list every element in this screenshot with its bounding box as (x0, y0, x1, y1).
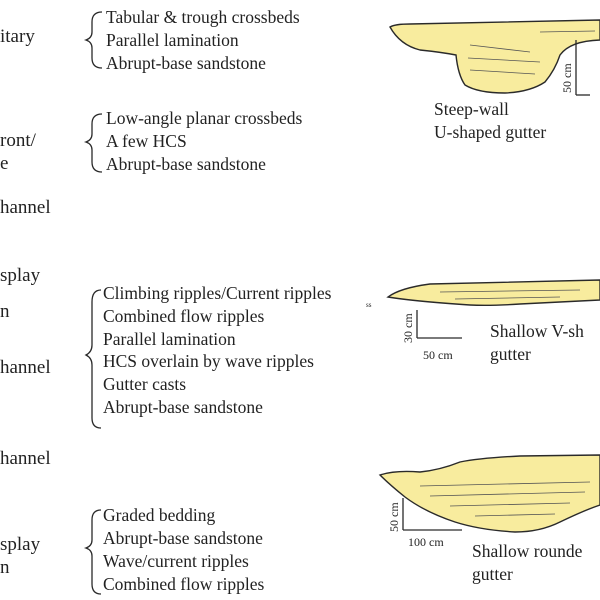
gutter-1-scale-bar: 50 cm (560, 40, 590, 96)
env-label-channel-3: hannel (0, 448, 51, 469)
brace-group-2 (83, 113, 103, 173)
env-label-channel-1: hannel (0, 197, 51, 218)
gutter-2-scale-bar: 30 cm (401, 310, 462, 343)
feature-g2-2: A few HCS (106, 131, 187, 151)
feature-g2-3: Abrupt-base sandstone (106, 154, 266, 174)
brace-group-4 (83, 509, 102, 595)
env-label-tributary: itary (0, 26, 35, 47)
env-label-channel-2: hannel (0, 357, 51, 378)
gutter-3-caption-line2: gutter (472, 564, 513, 584)
env-label-front: ront/ (0, 130, 36, 151)
gutter-1-caption-line2: U-shaped gutter (434, 122, 547, 142)
feature-g2-1: Low-angle planar crossbeds (106, 108, 303, 128)
gutter-2-cross-section (386, 279, 600, 307)
brace-group-1 (83, 11, 103, 69)
feature-g3-marker: ss (366, 301, 372, 309)
feature-g3-3: Parallel lamination (103, 329, 236, 349)
gutter-2-caption-line1: Shallow V-sh (490, 321, 584, 341)
gutter-3-caption-line1: Shallow rounde (472, 541, 583, 561)
gutter-3-cross-section (378, 454, 600, 533)
gutter-3-scale-vertical: 50 cm (387, 502, 401, 532)
gutter-2-caption-line2: gutter (490, 344, 531, 364)
feature-g1-3: Abrupt-base sandstone (106, 53, 266, 73)
env-label-splay-1: splay (0, 265, 41, 286)
feature-g3-5: Gutter casts (103, 374, 187, 394)
gutter-2-scale-horizontal: 50 cm (423, 348, 453, 362)
feature-g4-2: Abrupt-base sandstone (103, 528, 263, 548)
env-label-splay-2b: n (0, 557, 10, 578)
gutter-3-scale-bar: 50 cm (387, 498, 462, 532)
gutter-2-scale-vertical: 30 cm (401, 313, 415, 343)
feature-g1-2: Parallel lamination (106, 30, 239, 50)
env-label-front-2: e (0, 153, 9, 174)
gutter-1-cross-section (389, 19, 600, 94)
feature-g4-4: Combined flow ripples (103, 574, 265, 594)
gutter-1-scale-vertical: 50 cm (560, 63, 574, 93)
env-label-splay-2: splay (0, 534, 41, 555)
env-label-splay-1b: n (0, 301, 10, 322)
feature-g4-1: Graded bedding (103, 505, 216, 525)
feature-g3-4: HCS overlain by wave ripples (103, 351, 314, 371)
feature-g4-3: Wave/current ripples (103, 551, 249, 571)
feature-g3-6: Abrupt-base sandstone (103, 397, 263, 417)
feature-g1-1: Tabular & trough crossbeds (106, 7, 300, 27)
feature-g3-2: Combined flow ripples (103, 306, 265, 326)
brace-group-3 (84, 289, 102, 429)
gutter-3-scale-horizontal: 100 cm (408, 535, 444, 549)
gutter-1-caption-line1: Steep-wall (434, 99, 509, 119)
feature-g3-1: Climbing ripples/Current ripples (103, 283, 332, 303)
